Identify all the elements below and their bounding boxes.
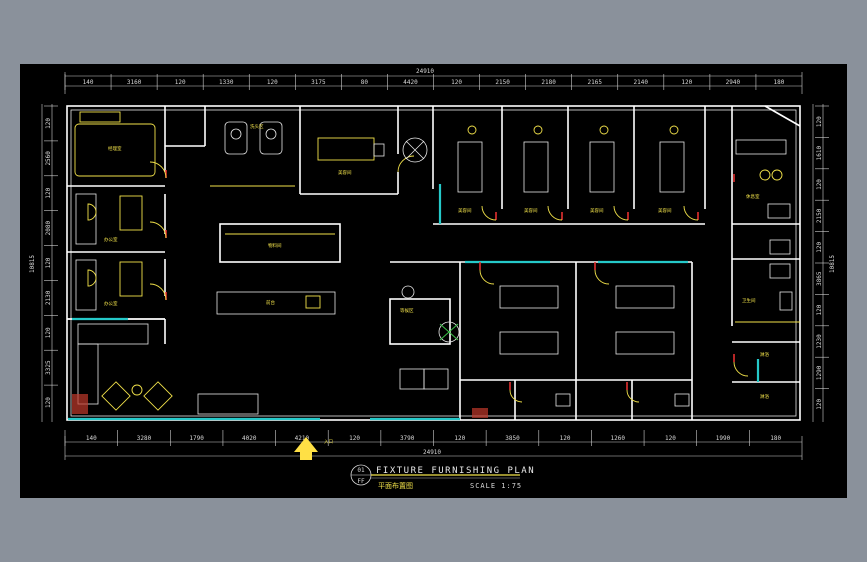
room-label-small-a: 淋浴 (760, 351, 769, 358)
room-label-office-top-left: 经理室 (108, 145, 122, 152)
dimension-label: 180 (770, 435, 781, 442)
dimension-label: 4210 (295, 435, 310, 442)
dimension-label: 2150 (495, 79, 510, 86)
room-label-office-mid-left: 办公室 (104, 236, 118, 243)
dimension-label: 3325 (45, 360, 52, 375)
room-label-small-b: 淋浴 (760, 393, 769, 400)
furniture (72, 111, 800, 418)
dimension-label: 3175 (311, 79, 326, 86)
dimension-label: 3160 (127, 79, 142, 86)
top-dimension-labels: 140 3160 120 1330 120 3175 80 4420 120 2150 2180 21… (64, 74, 785, 90)
overall-height-left: 10815 (29, 255, 36, 273)
dimension-label: 120 (45, 327, 52, 338)
dimension-label: 2165 (587, 79, 602, 86)
dimension-label: 1990 (716, 435, 731, 442)
dimension-label: 2560 (45, 151, 52, 166)
dimension-label: 2940 (726, 79, 741, 86)
dimension-label: 1330 (219, 79, 234, 86)
room-label-mid-room: 等候区 (400, 307, 414, 314)
dimension-label: 1790 (189, 435, 204, 442)
glazing (68, 184, 760, 421)
room-label-toilet: 卫生间 (742, 297, 756, 304)
dimension-label: 120 (665, 435, 676, 442)
overall-height-right: 10815 (829, 255, 836, 273)
overall-width-top: 24910 (416, 68, 434, 75)
room-label-beauty-room-3: 美容间 (590, 207, 604, 214)
title-block (350, 464, 520, 486)
dimension-label: 120 (349, 435, 360, 442)
dimension-label: 140 (83, 79, 94, 86)
dimension-label: 3790 (400, 435, 415, 442)
sheet-code: FF (357, 478, 365, 485)
drawing-scale: SCALE 1:75 (470, 482, 522, 490)
dimension-label: 1230 (816, 334, 823, 349)
dimension-label: 3850 (505, 435, 520, 442)
dimension-label: 4020 (242, 435, 257, 442)
dimension-label: 2180 (541, 79, 556, 86)
dimension-label: 120 (816, 179, 823, 190)
left-dimension-labels: 120 2560 120 2080 120 2130 120 3325 120 (44, 105, 58, 408)
right-dimension-labels: 120 1610 120 2150 120 3865 120 1230 1290 120 (815, 105, 829, 410)
overall-width-bottom: 24910 (423, 449, 441, 456)
room-label-reception: 前台 (266, 299, 275, 306)
room-label-right-top: 休息室 (746, 193, 760, 200)
entrance-arrow-icon (294, 437, 318, 460)
sheet-number: 01 (357, 467, 365, 474)
dimension-label: 3280 (137, 435, 152, 442)
cad-viewport[interactable]: 24910 140 3160 120 1330 120 3175 80 4420 120 2150… (20, 64, 847, 498)
dimension-label: 120 (175, 79, 186, 86)
door-jambs (165, 170, 735, 390)
dimension-label: 120 (816, 398, 823, 409)
dimension-label: 4420 (403, 79, 418, 86)
dimension-label: 1290 (816, 365, 823, 380)
dimension-label: 120 (45, 187, 52, 198)
entrance-label: 入口 (324, 439, 333, 445)
dimension-label: 120 (454, 435, 465, 442)
dimension-label: 120 (560, 435, 571, 442)
dimension-label: 120 (681, 79, 692, 86)
door-swings (149, 155, 749, 403)
interior-walls (67, 106, 800, 420)
room-label-beauty-room-2: 美容间 (524, 207, 538, 214)
dimension-label: 2130 (45, 290, 52, 305)
dimension-label: 2080 (45, 221, 52, 236)
drawing-title: FIXTURE FURNISHING PLAN (376, 466, 535, 476)
dimension-label: 80 (361, 79, 369, 86)
room-label-hair-wash: 洗头区 (250, 123, 264, 130)
dimension-label: 120 (45, 397, 52, 408)
dimension-label: 120 (267, 79, 278, 86)
room-label-beauty-room-4: 美容间 (658, 207, 672, 214)
room-label-beauty-room-1: 美容间 (458, 207, 472, 214)
dimension-label: 120 (451, 79, 462, 86)
dimension-label: 120 (45, 118, 52, 129)
dimension-label: 120 (816, 116, 823, 127)
dimension-label: 180 (774, 79, 785, 86)
drawing-subtitle: 平面布置图 (378, 481, 413, 490)
dimension-label: 1610 (816, 145, 823, 160)
floor-plan[interactable]: 24910 140 3160 120 1330 120 3175 80 4420 120 2150… (20, 64, 847, 498)
room-label-storage: 物料间 (268, 242, 282, 249)
dimension-label: 120 (816, 241, 823, 252)
dimension-label: 140 (86, 435, 97, 442)
dimension-label: 1260 (611, 435, 626, 442)
dimension-label: 120 (45, 257, 52, 268)
room-label-office-low-left: 办公室 (104, 300, 118, 307)
room-labels: 经理室 办公室 办公室 洗头区 美容间 物料间 前台 美容间 美容间 美容间 美… (104, 123, 769, 400)
dimension-label: 2140 (634, 79, 649, 86)
bottom-dimension-labels: 140 3280 1790 4020 4210 120 3790 120 3850 120 1260… (64, 430, 781, 446)
dimension-label: 2150 (816, 208, 823, 223)
dimension-label: 3865 (816, 271, 823, 286)
left-dimension-line (41, 104, 53, 422)
dimension-label: 120 (816, 304, 823, 315)
room-label-top-bed-room: 美容间 (338, 169, 352, 176)
